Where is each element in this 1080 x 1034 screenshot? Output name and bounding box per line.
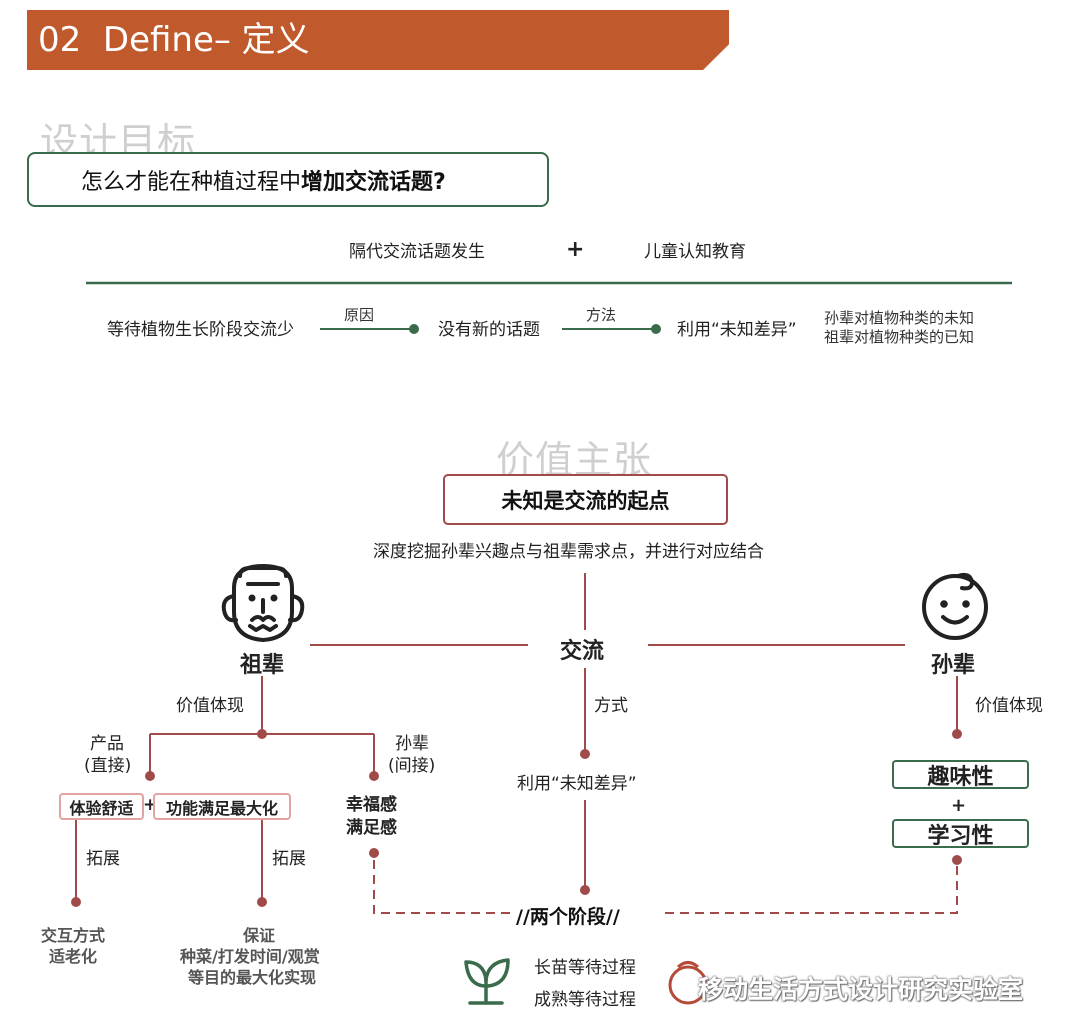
fun-pill-label: 趣味性 bbox=[927, 764, 994, 790]
problem-text: 等待植物生长阶段交流少 bbox=[107, 320, 294, 340]
value-prop-main: 未知是交流的起点 bbox=[501, 488, 670, 513]
stage-item-1: 长苗等待过程 bbox=[534, 958, 636, 978]
header-banner bbox=[27, 10, 729, 70]
grandparent-label: 祖辈 bbox=[240, 653, 285, 678]
watermark-text: 移动生活方式设计研究实验室 bbox=[698, 975, 1024, 1004]
goal-source-plus: + bbox=[566, 237, 585, 262]
fun-pill: 趣味性 bbox=[892, 760, 1029, 790]
design-goal-question-box: 怎么才能在种植过程中增加交流话题? bbox=[27, 152, 549, 207]
leaf-guarantee-2: 种菜/打发时间/观赏 bbox=[180, 947, 320, 966]
gp-product-label-1: 产品 bbox=[90, 734, 124, 754]
note-line-2: 祖辈对植物种类的已知 bbox=[824, 328, 975, 346]
method-dot bbox=[651, 324, 661, 334]
center-stage-dot bbox=[580, 885, 590, 895]
stage-item-2: 成熟等待过程 bbox=[534, 990, 636, 1010]
gp-product-dot bbox=[145, 771, 155, 781]
function-pill: 功能满足最大化 bbox=[153, 793, 291, 820]
question-bold: 增加交流话题? bbox=[301, 169, 446, 195]
note-line-1: 孙辈对植物种类的未知 bbox=[824, 309, 975, 327]
way-value: 利用“未知差异” bbox=[517, 774, 637, 794]
gp-extend-right-dot bbox=[257, 897, 267, 907]
leaf-interaction-1: 交互方式 bbox=[41, 926, 106, 945]
two-stages-title: //两个阶段// bbox=[516, 906, 620, 928]
grandchild-face-icon bbox=[922, 572, 988, 640]
learning-pill: 学习性 bbox=[892, 819, 1029, 849]
gc-learning-dot bbox=[952, 855, 962, 865]
tomato-icon bbox=[668, 961, 708, 1005]
gc-pill-plus: + bbox=[951, 795, 967, 816]
gp-extend-left-label: 拓展 bbox=[86, 849, 120, 869]
gc-value-label: 价值体现 bbox=[975, 696, 1043, 716]
solution-text: 利用“未知差异” bbox=[677, 320, 797, 340]
sprout-icon bbox=[464, 958, 510, 1005]
leaf-guarantee-1: 保证 bbox=[243, 926, 276, 945]
value-prop-subtitle: 深度挖掘孙辈兴趣点与祖辈需求点，并进行对应结合 bbox=[373, 542, 764, 562]
learning-pill-label: 学习性 bbox=[927, 823, 994, 849]
grandparent-face-icon bbox=[221, 564, 305, 642]
section-name: Define– 定义 bbox=[102, 20, 310, 60]
function-pill-label: 功能满足最大化 bbox=[165, 798, 278, 818]
question-normal: 怎么才能在种植过程中 bbox=[81, 169, 302, 195]
gp-product-label-2: (直接) bbox=[84, 756, 132, 776]
cause-text: 没有新的话题 bbox=[438, 320, 540, 340]
comfort-pill-label: 体验舒适 bbox=[69, 798, 134, 818]
section-number: 02 bbox=[38, 20, 82, 60]
gp-happiness-dot bbox=[369, 848, 379, 858]
reason-dot bbox=[409, 324, 419, 334]
comfort-pill: 体验舒适 bbox=[59, 793, 144, 820]
gp-indirect-dot bbox=[369, 771, 379, 781]
gp-extend-left-dot bbox=[71, 897, 81, 907]
leaf-guarantee-3: 等目的最大化实现 bbox=[188, 968, 317, 987]
reason-label: 原因 bbox=[344, 306, 375, 324]
section-title: 02 Define– 定义 bbox=[38, 12, 310, 68]
satisfaction-text: 满足感 bbox=[346, 818, 397, 838]
center-way-dot bbox=[580, 749, 590, 759]
gp-extend-right-label: 拓展 bbox=[272, 849, 306, 869]
communication-node: 交流 bbox=[560, 639, 605, 664]
dashed-right-link bbox=[665, 865, 958, 914]
way-label: 方式 bbox=[594, 696, 628, 716]
method-label: 方法 bbox=[586, 306, 617, 324]
leaf-interaction-2: 适老化 bbox=[49, 947, 98, 966]
value-prop-main-box: 未知是交流的起点 bbox=[443, 474, 728, 525]
gp-indirect-label-2: (间接) bbox=[388, 756, 436, 776]
gc-trunk-dot bbox=[952, 729, 962, 739]
happiness-text: 幸福感 bbox=[346, 795, 397, 815]
value-prop-ghost-heading: 价值主张 bbox=[496, 438, 653, 482]
grandchild-label: 孙辈 bbox=[931, 653, 976, 678]
goal-source-right: 儿童认知教育 bbox=[644, 242, 746, 262]
goal-source-left: 隔代交流话题发生 bbox=[349, 242, 485, 262]
dashed-left-link bbox=[373, 860, 512, 914]
gp-indirect-label-1: 孙辈 bbox=[395, 734, 429, 754]
gp-value-label: 价值体现 bbox=[176, 696, 244, 716]
